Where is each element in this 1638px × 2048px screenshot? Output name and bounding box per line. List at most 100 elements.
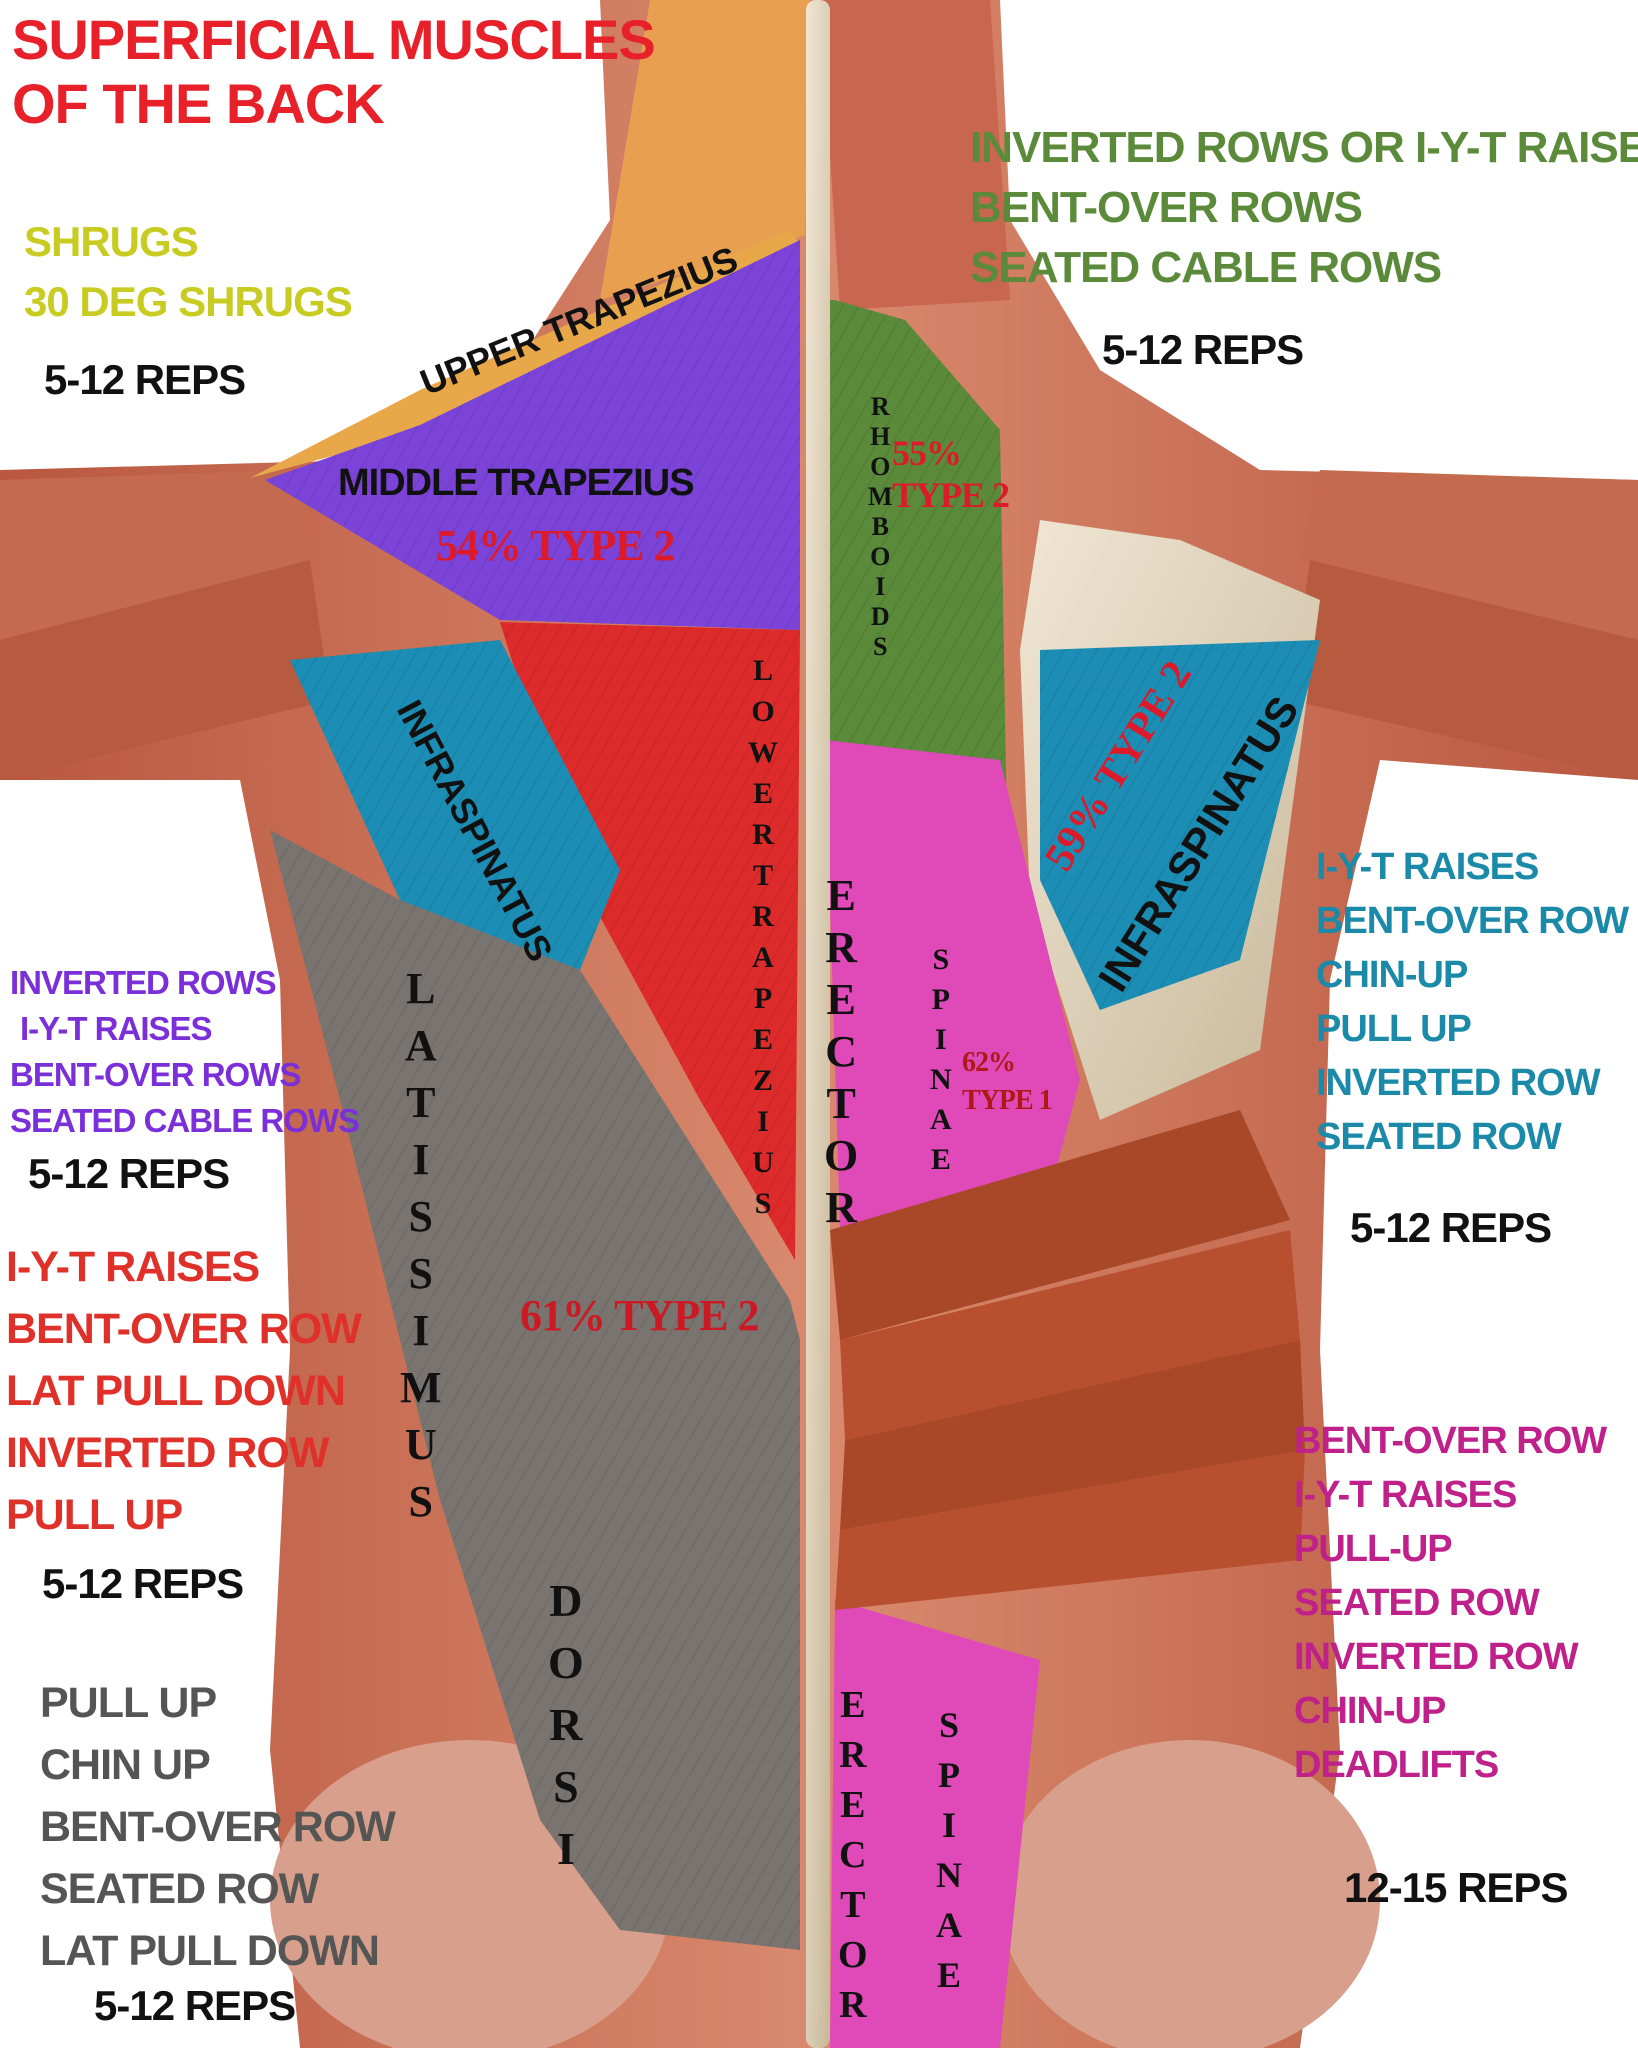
- label-letter: C: [825, 1027, 857, 1076]
- label-letter: O: [870, 452, 891, 481]
- label-letter: I: [875, 572, 886, 601]
- left-forearm: [0, 560, 330, 780]
- label-letter: P: [931, 983, 950, 1016]
- label-letter: U: [404, 1420, 437, 1469]
- label-letter: H: [870, 422, 891, 451]
- shrugs-exercise-list: SHRUGS 30 DEG SHRUGS: [24, 212, 353, 332]
- oblique-band-2: [840, 1230, 1300, 1440]
- middle-trapezius-fiber-type: 54% TYPE 2: [436, 521, 676, 570]
- label-letter: D: [870, 602, 890, 631]
- label-letter: I: [412, 1306, 430, 1355]
- exercise-item: 30 DEG SHRUGS: [24, 278, 353, 325]
- exercise-item: DEADLIFTS: [1294, 1744, 1499, 1786]
- exercise-item: INVERTED ROWS OR I-Y-T RAISES: [970, 123, 1638, 172]
- exercise-item: PULL UP: [6, 1491, 183, 1539]
- label-letter: R: [839, 1734, 867, 1776]
- exercise-item: PULL UP: [40, 1679, 217, 1727]
- label-letter: R: [549, 1699, 583, 1750]
- rhomboids-fiber-type: 55% TYPE 2: [892, 432, 1010, 516]
- label-letter: I: [412, 1135, 430, 1184]
- exercise-item: BENT-OVER ROW: [40, 1803, 396, 1851]
- label-letter: W: [748, 736, 778, 769]
- label-letter: O: [838, 1934, 868, 1976]
- fiber-pct: 55%: [892, 433, 962, 473]
- label-letter: T: [826, 1079, 856, 1128]
- label-letter: M: [868, 482, 893, 511]
- lower-trapezius-reps: 5-12 REPS: [42, 1560, 244, 1607]
- rhomboids-reps: 5-12 REPS: [1102, 326, 1304, 373]
- middle-trapezius-label: MIDDLE TRAPEZIUS: [338, 462, 695, 504]
- exercise-item: I-Y-T RAISES: [1316, 846, 1539, 888]
- middle-trapezius-exercise-list: INVERTED ROWS I-Y-T RAISES BENT-OVER ROW…: [10, 960, 360, 1144]
- exercise-item: I-Y-T RAISES: [20, 1010, 213, 1047]
- rhomboids-exercise-list: INVERTED ROWS OR I-Y-T RAISES BENT-OVER …: [970, 118, 1638, 298]
- label-letter: U: [752, 1146, 774, 1179]
- latissimus-fiber-type: 61% TYPE 2: [520, 1291, 760, 1340]
- label-letter: O: [548, 1637, 584, 1688]
- label-letter: S: [553, 1761, 579, 1812]
- erector-spinae-lower: [830, 1600, 1040, 2048]
- exercise-item: CHIN-UP: [1294, 1690, 1446, 1732]
- label-letter: C: [839, 1834, 867, 1876]
- lower-trapezius-exercise-list: I-Y-T RAISES BENT-OVER ROW LAT PULL DOWN…: [6, 1236, 362, 1546]
- label-letter: A: [404, 1021, 437, 1070]
- page-title: SUPERFICIAL MUSCLES OF THE BACK: [12, 8, 656, 136]
- exercise-item: INVERTED ROW: [1316, 1062, 1601, 1104]
- label-letter: O: [751, 695, 775, 728]
- label-letter: A: [930, 1103, 952, 1136]
- exercise-item: I-Y-T RAISES: [1294, 1474, 1517, 1516]
- label-letter: S: [408, 1477, 433, 1526]
- label-letter: D: [549, 1575, 583, 1626]
- label-letter: S: [932, 943, 950, 976]
- exercise-item: SEATED ROW: [1316, 1116, 1562, 1158]
- label-letter: R: [870, 392, 890, 421]
- label-letter: S: [408, 1192, 433, 1241]
- erector-spinae-reps: 12-15 REPS: [1344, 1864, 1568, 1911]
- label-letter: I: [941, 1805, 956, 1845]
- label-letter: L: [406, 964, 436, 1013]
- label-letter: B: [871, 512, 889, 541]
- label-letter: A: [936, 1905, 962, 1945]
- label-letter: I: [757, 1105, 769, 1138]
- label-letter: S: [873, 632, 888, 661]
- label-letter: M: [400, 1363, 442, 1412]
- right-glute: [1000, 1740, 1380, 2048]
- erector-spinae-upper: [825, 740, 1080, 1230]
- exercise-item: BENT-OVER ROW: [1294, 1420, 1607, 1462]
- infraspinatus-reps: 5-12 REPS: [1350, 1204, 1552, 1251]
- label-letter: E: [752, 777, 773, 810]
- right-forearm: [1290, 560, 1638, 780]
- label-letter: O: [824, 1131, 859, 1180]
- fiber-pct: 62%: [962, 1047, 1016, 1078]
- label-letter: E: [930, 1143, 951, 1176]
- label-letter: T: [752, 859, 773, 892]
- label-letter: S: [938, 1705, 960, 1745]
- latissimus-reps: 5-12 REPS: [94, 1982, 296, 2029]
- exercise-item: PULL UP: [1316, 1008, 1472, 1050]
- erector-spinae-fiber-type: 62% TYPE 1: [962, 1044, 1053, 1120]
- exercise-item: BENT-OVER ROW: [6, 1305, 362, 1353]
- exercise-item: SHRUGS: [24, 218, 199, 265]
- exercise-item: PULL-UP: [1294, 1528, 1453, 1570]
- label-letter: O: [870, 542, 891, 571]
- right-arm: [1300, 470, 1638, 640]
- neck-muscle-left: [600, 0, 810, 300]
- fiber-type: TYPE 2: [892, 475, 1010, 515]
- label-letter: L: [752, 654, 773, 687]
- label-letter: I: [556, 1823, 575, 1874]
- exercise-item: LAT PULL DOWN: [6, 1367, 346, 1415]
- label-letter: T: [840, 1884, 866, 1926]
- label-letter: E: [826, 871, 856, 920]
- label-letter: E: [840, 1684, 866, 1726]
- oblique-band-3: [840, 1340, 1305, 1530]
- fiber-type: TYPE 1: [962, 1085, 1053, 1116]
- label-letter: S: [754, 1187, 772, 1220]
